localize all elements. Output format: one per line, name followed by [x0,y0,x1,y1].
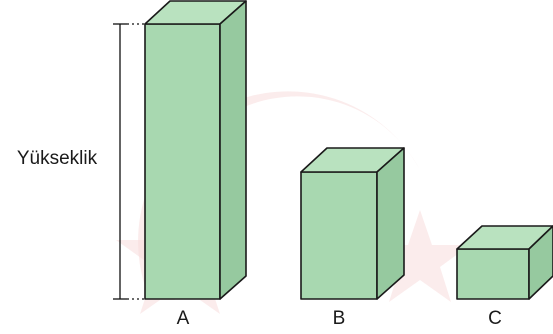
height-label: Yükseklik [17,148,98,169]
box-c-label: C [488,308,502,329]
box-c-top-face [456,225,553,250]
box-a-side-face [219,0,247,300]
box-c [456,225,553,300]
height-dimension [113,23,145,300]
box-a-label: A [177,308,190,329]
box-a-front-face [144,23,221,300]
box-b-label: B [333,308,346,329]
box-b-side-face [376,147,405,300]
box-c-side-face [528,225,553,300]
box-b [300,147,405,300]
box-c-front-face [456,248,530,300]
box-a [144,0,247,300]
box-b-front-face [300,171,378,300]
